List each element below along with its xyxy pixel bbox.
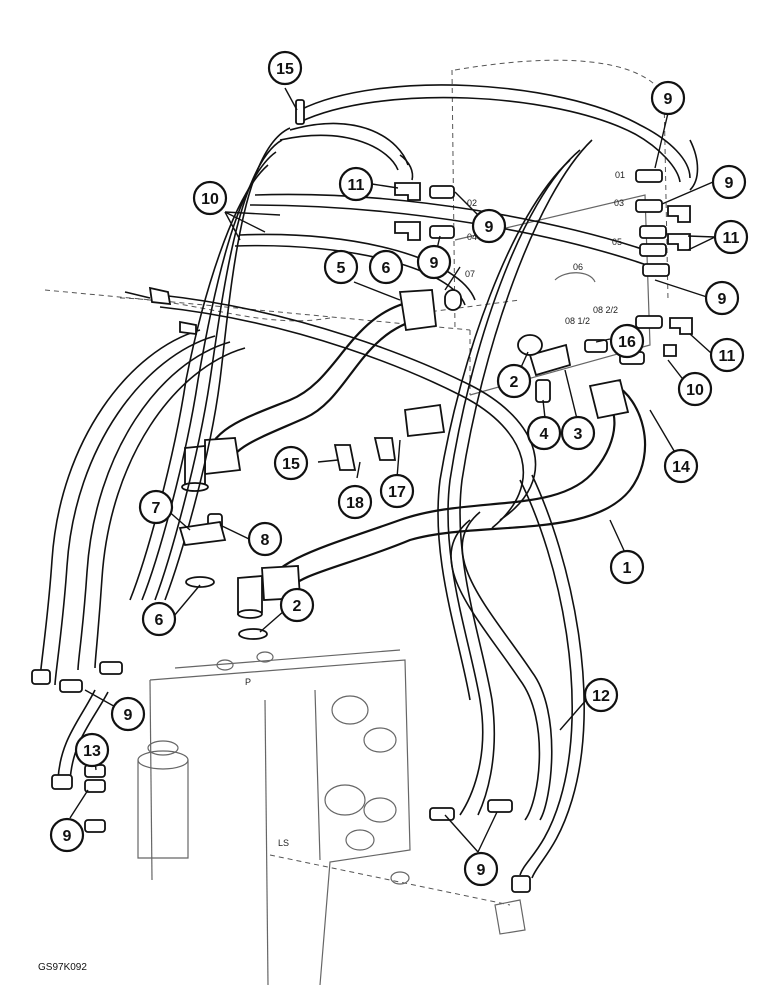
port-label-05: 05 [612,237,622,247]
svg-text:6: 6 [382,260,391,277]
port-label-08-1-2: 08 1/2 [565,316,590,326]
svg-text:9: 9 [725,175,734,192]
svg-text:9: 9 [63,828,72,845]
svg-text:7: 7 [152,500,161,517]
callout-4: 4 [526,415,562,451]
svg-text:9: 9 [430,255,439,272]
callout-16: 16 [609,323,645,359]
callout-18: 18 [337,484,373,520]
svg-text:12: 12 [592,688,610,705]
svg-text:14: 14 [672,459,690,476]
port-label-04: 04 [467,232,477,242]
port-label-02: 02 [467,198,477,208]
callout-2-upper: 2 [496,363,532,399]
svg-text:17: 17 [388,484,406,501]
port-labels: 01 02 03 04 05 06 07 08 1/2 08 2/2 P LS [245,170,625,848]
callout-9-left-mid: 9 [110,696,146,732]
svg-text:2: 2 [293,598,302,615]
callout-11-right-lower: 11 [709,337,745,373]
callout-9-center: 9 [416,244,452,280]
callout-13: 13 [74,732,110,768]
svg-text:8: 8 [261,532,270,549]
svg-text:6: 6 [155,612,164,629]
leader-lines [69,87,716,853]
svg-text:9: 9 [124,707,133,724]
port-label-p: P [245,677,251,687]
port-label-06: 06 [573,262,583,272]
callout-6-upper: 6 [368,249,404,285]
callout-1: 1 [609,549,645,585]
svg-text:10: 10 [686,382,704,399]
svg-text:15: 15 [282,456,300,473]
callout-8: 8 [247,521,283,557]
port-label-08-2-2: 08 2/2 [593,305,618,315]
svg-text:9: 9 [664,91,673,108]
fittings [31,99,699,893]
svg-text:10: 10 [201,191,219,208]
svg-text:11: 11 [348,177,365,194]
callout-6-lower: 6 [141,601,177,637]
callout-15-lower: 15 [273,445,309,481]
callout-7: 7 [138,489,174,525]
callout-2-lower: 2 [279,587,315,623]
callout-3: 3 [560,415,596,451]
svg-text:11: 11 [719,348,736,365]
callout-9-top-right: 9 [650,80,686,116]
svg-text:3: 3 [574,426,583,443]
svg-text:15: 15 [276,61,294,78]
callout-11-right-upper: 11 [713,219,749,255]
callout-10-left: 10 [192,180,228,216]
callout-10-right: 10 [677,371,713,407]
callout-15-top: 15 [267,50,303,86]
callout-5: 5 [323,249,359,285]
port-label-03: 03 [614,198,624,208]
callout-17: 17 [379,473,415,509]
suction-hoses [181,289,647,619]
port-label-01: 01 [615,170,625,180]
callout-11-top: 11 [338,166,374,202]
svg-text:18: 18 [346,495,364,512]
callout-9-right-mid: 9 [704,280,740,316]
callout-12: 12 [583,677,619,713]
figure-reference-code: GS97K092 [38,962,87,973]
svg-text:13: 13 [83,743,101,760]
callout-9-right: 9 [711,164,747,200]
callout-9-left-bottom: 9 [49,817,85,853]
svg-text:9: 9 [477,862,486,879]
svg-text:9: 9 [718,291,727,308]
svg-text:5: 5 [337,260,346,277]
pilot-hoses [39,84,691,879]
svg-text:1: 1 [623,560,632,577]
callouts: 15 9 10 11 9 9 9 11 5 6 9 11 2 4 3 16 10… [49,50,749,887]
svg-text:16: 16 [618,334,636,351]
control-valve-block [137,649,526,986]
callout-14: 14 [663,448,699,484]
callout-9-bottom-center: 9 [463,851,499,887]
background-outlines [44,59,669,906]
svg-text:9: 9 [485,219,494,236]
callout-9-upper-center: 9 [471,208,507,244]
port-label-07: 07 [465,269,475,279]
svg-text:11: 11 [723,230,740,247]
svg-text:4: 4 [540,426,549,443]
svg-text:2: 2 [510,374,519,391]
port-label-ls: LS [278,838,289,848]
